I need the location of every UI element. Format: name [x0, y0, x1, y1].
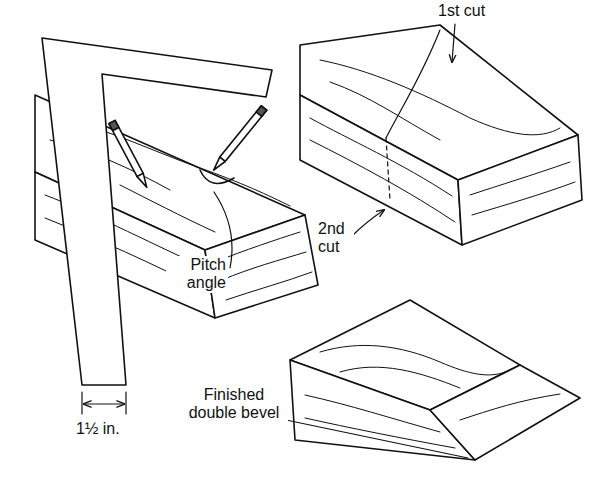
leader-line — [286, 420, 468, 458]
pencil — [109, 120, 150, 189]
wood-grain — [310, 60, 575, 222]
leader-arrow — [352, 210, 384, 236]
cut-label: 1st cut — [436, 2, 487, 20]
board-beveled — [290, 300, 580, 460]
framing-square — [42, 38, 272, 385]
dimension-line — [82, 392, 126, 414]
angle-label: Pitch angle — [166, 256, 228, 293]
cut-line — [386, 30, 440, 138]
wood-grain — [305, 345, 560, 448]
dimension-label: 1½ in. — [74, 420, 122, 438]
leader-arrow — [452, 24, 455, 62]
cut-line — [386, 138, 390, 200]
board-end-face — [458, 135, 582, 245]
pencil — [211, 106, 267, 173]
bevel-face — [430, 365, 580, 460]
cut-label: 2nd cut — [316, 220, 354, 257]
pitch-angle-arc — [200, 170, 234, 183]
board-marked — [300, 24, 582, 245]
part-label: Finished double bevel — [180, 386, 288, 423]
